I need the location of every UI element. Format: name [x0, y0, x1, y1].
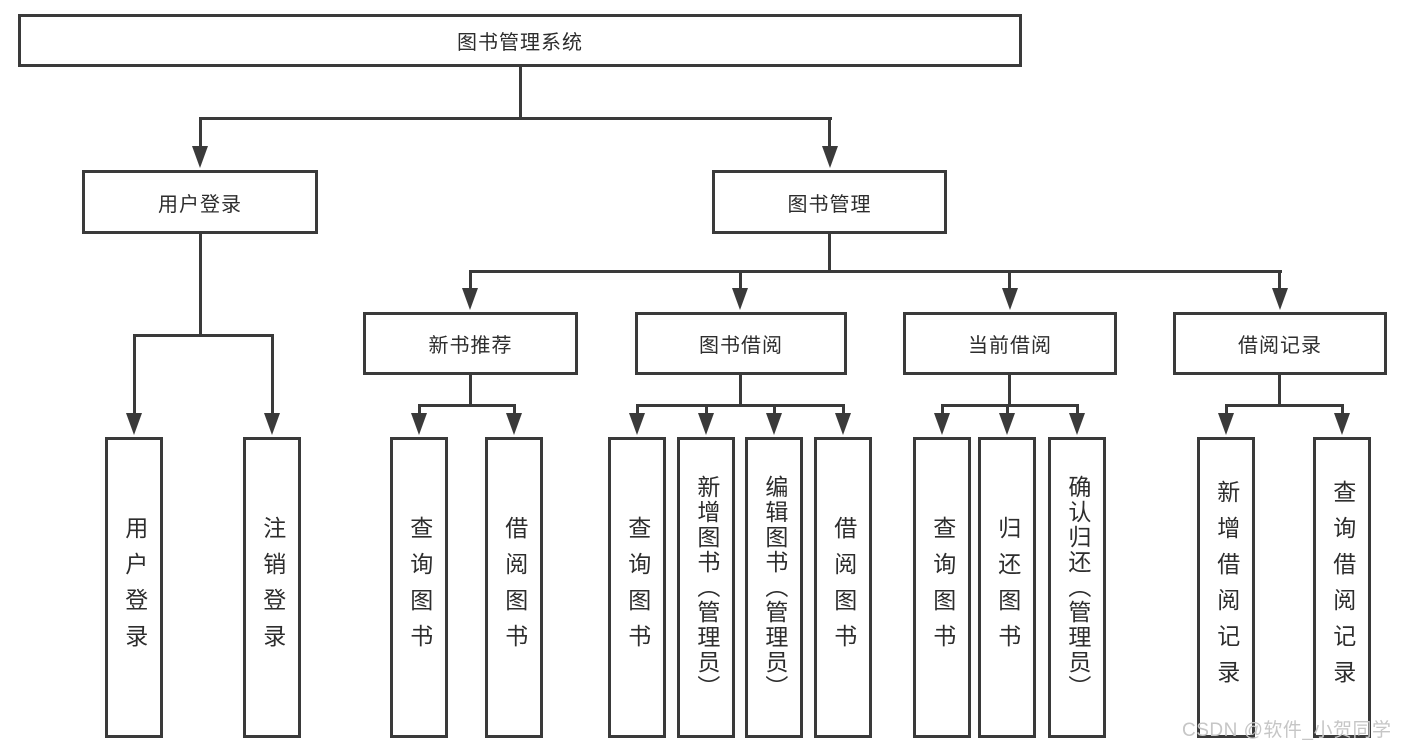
- leaf-query-book-borrowing-label: 查询图书: [624, 515, 651, 660]
- connector-current-drop-2: [1006, 404, 1009, 417]
- arrowhead-to-book-borrowing: [732, 288, 748, 310]
- arrowhead-to-leaf-add-book-admin: [698, 413, 714, 435]
- arrowhead-to-leaf-confirm-return: [1069, 413, 1085, 435]
- connector-userlogin-drop-2: [271, 334, 274, 416]
- connector-bookmgmt-stem: [828, 233, 831, 273]
- connector-recommend-stem: [469, 373, 472, 407]
- leaf-borrow-book-recommend-label: 借阅图书: [501, 515, 528, 660]
- arrowhead-to-user-login: [192, 146, 208, 168]
- node-book-management: 图书管理: [712, 170, 947, 234]
- connector-borrowing-stem: [739, 373, 742, 407]
- connector-borrowing-drop-2: [705, 404, 708, 417]
- node-borrowing-records: 借阅记录: [1173, 312, 1387, 375]
- connector-borrowing-drop-4: [842, 404, 845, 417]
- arrowhead-to-leaf-query-book-current: [934, 413, 950, 435]
- leaf-add-book-admin: 新增图书（管理员）: [677, 437, 735, 738]
- node-current-borrowing: 当前借阅: [903, 312, 1117, 375]
- arrowhead-to-leaf-add-borrow-record: [1218, 413, 1234, 435]
- leaf-user-login: 用户登录: [105, 437, 163, 738]
- leaf-return-book: 归还图书: [978, 437, 1036, 738]
- connector-recommend-drop-1: [418, 404, 421, 417]
- arrowhead-to-new-book-recommend: [462, 288, 478, 310]
- arrowhead-to-leaf-borrow-book-recommend: [506, 413, 522, 435]
- connector-userlogin-stem: [199, 233, 202, 337]
- connector-recommend-rail: [418, 404, 516, 407]
- leaf-query-borrow-record: 查询借阅记录: [1313, 437, 1371, 738]
- arrowhead-to-leaf-query-book-recommend: [411, 413, 427, 435]
- connector-root-stem: [519, 66, 522, 120]
- connector-records-rail: [1225, 404, 1344, 407]
- node-user-login: 用户登录: [82, 170, 318, 234]
- connector-bookmgmt-drop-2: [739, 270, 742, 292]
- connector-root-rail: [199, 117, 832, 120]
- arrowhead-to-current-borrowing: [1002, 288, 1018, 310]
- arrowhead-to-leaf-logout: [264, 413, 280, 435]
- leaf-query-book-current-label: 查询图书: [929, 515, 956, 660]
- leaf-query-book-borrowing: 查询图书: [608, 437, 666, 738]
- connector-records-stem: [1278, 373, 1281, 407]
- arrowhead-to-leaf-query-borrow-record: [1334, 413, 1350, 435]
- connector-root-drop-left: [199, 117, 202, 149]
- leaf-add-book-admin-label: 新增图书（管理员）: [693, 475, 720, 700]
- node-book-management-label: 图书管理: [787, 193, 872, 216]
- arrowhead-to-leaf-query-book-borrowing: [629, 413, 645, 435]
- node-current-borrowing-label: 当前借阅: [968, 335, 1052, 357]
- node-user-login-label: 用户登录: [158, 193, 242, 216]
- node-book-borrowing-label: 图书借阅: [699, 335, 783, 357]
- connector-current-rail: [941, 404, 1079, 407]
- connector-root-drop-right: [828, 117, 831, 149]
- node-root-label: 图书管理系统: [457, 32, 583, 54]
- connector-bookmgmt-drop-1: [469, 270, 472, 292]
- connector-userlogin-drop-1: [133, 334, 136, 416]
- connector-current-drop-1: [941, 404, 944, 417]
- node-borrowing-records-label: 借阅记录: [1238, 335, 1322, 357]
- leaf-borrow-book: 借阅图书: [814, 437, 872, 738]
- leaf-confirm-return-admin: 确认归还（管理员）: [1048, 437, 1106, 738]
- leaf-borrow-book-label: 借阅图书: [830, 515, 857, 660]
- leaf-query-book-recommend-label: 查询图书: [406, 515, 433, 660]
- leaf-query-book-current: 查询图书: [913, 437, 971, 738]
- connector-bookmgmt-rail: [469, 270, 1282, 273]
- node-new-book-recommend: 新书推荐: [363, 312, 578, 375]
- leaf-confirm-return-admin-label: 确认归还（管理员）: [1064, 475, 1091, 700]
- connector-userlogin-rail: [133, 334, 274, 337]
- arrowhead-to-leaf-edit-book-admin: [766, 413, 782, 435]
- connector-current-stem: [1008, 373, 1011, 407]
- leaf-query-book-recommend: 查询图书: [390, 437, 448, 738]
- node-new-book-recommend-label: 新书推荐: [428, 335, 513, 357]
- leaf-user-login-label: 用户登录: [121, 515, 148, 660]
- connector-bookmgmt-drop-4: [1278, 270, 1281, 292]
- arrowhead-to-leaf-return-book: [999, 413, 1015, 435]
- connector-records-drop-2: [1341, 404, 1344, 417]
- arrowhead-to-leaf-borrow-book: [835, 413, 851, 435]
- leaf-logout: 注销登录: [243, 437, 301, 738]
- csdn-watermark: CSDN @软件_小贺同学: [1182, 720, 1392, 741]
- connector-borrowing-drop-3: [773, 404, 776, 417]
- connector-recommend-drop-2: [513, 404, 516, 417]
- connector-current-drop-3: [1076, 404, 1079, 417]
- node-book-borrowing: 图书借阅: [635, 312, 847, 375]
- arrowhead-to-leaf-user-login: [126, 413, 142, 435]
- arrowhead-to-borrowing-records: [1272, 288, 1288, 310]
- connector-records-drop-1: [1225, 404, 1228, 417]
- arrowhead-to-book-management: [822, 146, 838, 168]
- connector-bookmgmt-drop-3: [1008, 270, 1011, 292]
- leaf-query-borrow-record-label: 查询借阅记录: [1329, 479, 1356, 696]
- leaf-borrow-book-recommend: 借阅图书: [485, 437, 543, 738]
- leaf-logout-label: 注销登录: [259, 515, 286, 660]
- node-root-library-system: 图书管理系统: [18, 14, 1022, 67]
- leaf-edit-book-admin: 编辑图书（管理员）: [745, 437, 803, 738]
- leaf-return-book-label: 归还图书: [994, 515, 1021, 660]
- leaf-add-borrow-record: 新增借阅记录: [1197, 437, 1255, 738]
- connector-borrowing-rail: [636, 404, 845, 407]
- connector-borrowing-drop-1: [636, 404, 639, 417]
- leaf-edit-book-admin-label: 编辑图书（管理员）: [761, 475, 788, 700]
- leaf-add-borrow-record-label: 新增借阅记录: [1213, 479, 1240, 696]
